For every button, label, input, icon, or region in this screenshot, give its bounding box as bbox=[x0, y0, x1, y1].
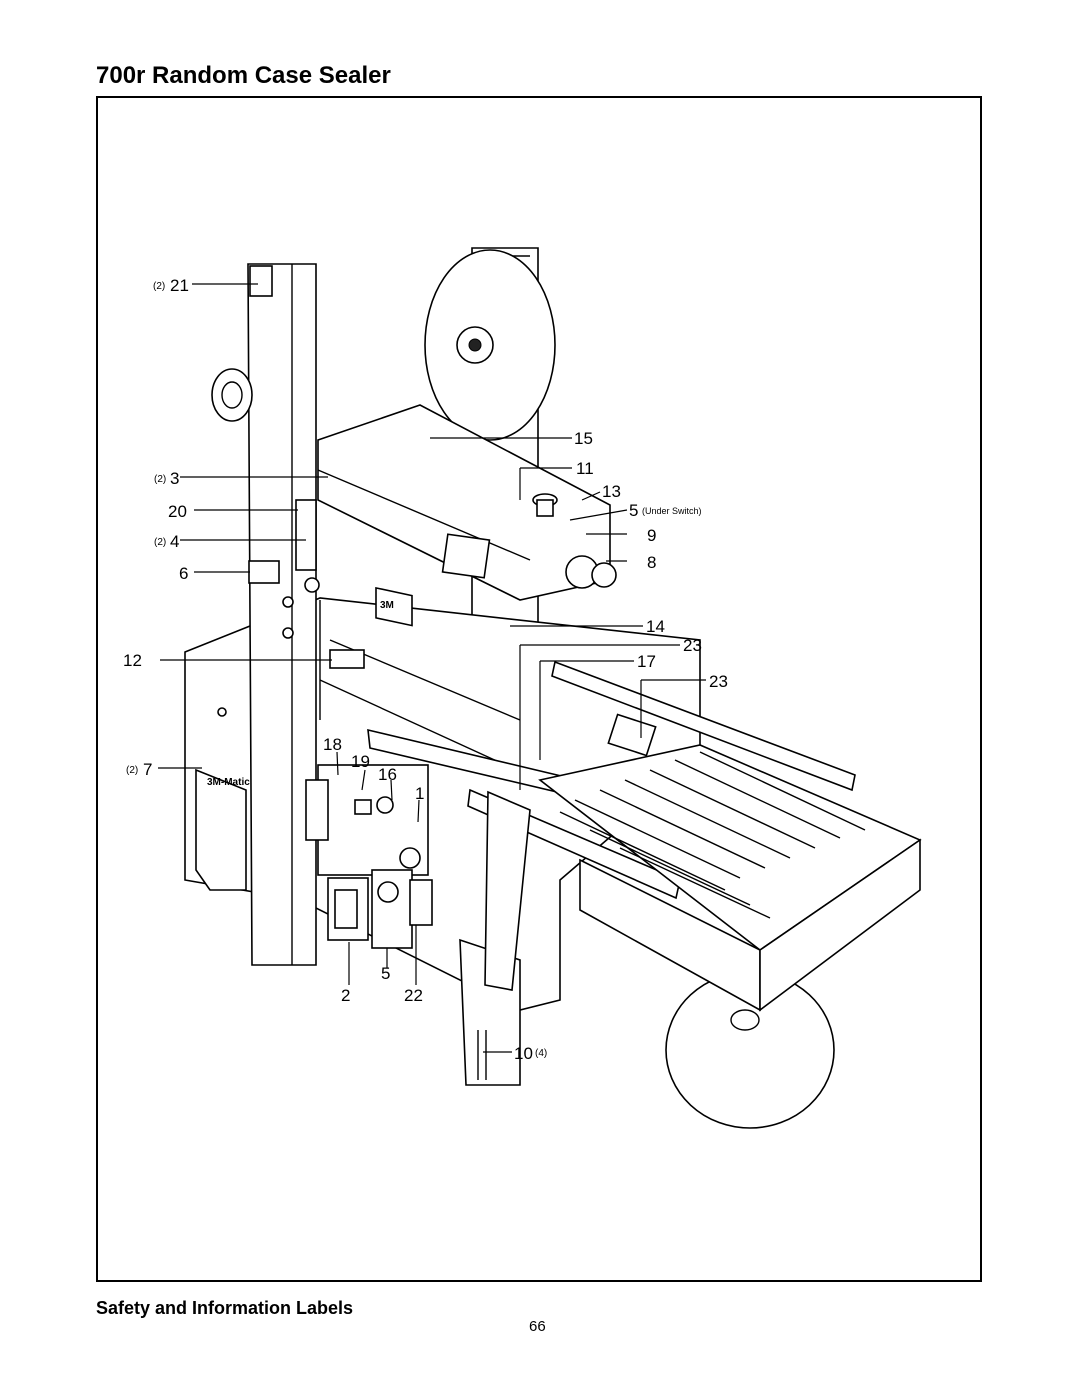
callout-4-prefix: (2) bbox=[154, 537, 166, 548]
column-label-21 bbox=[249, 265, 273, 297]
callout-3: 3 bbox=[170, 469, 179, 488]
callout-3-prefix: (2) bbox=[154, 474, 166, 485]
callout-5-note: (Under Switch) bbox=[642, 506, 702, 516]
head-label bbox=[441, 533, 491, 579]
page-title: 700r Random Case Sealer bbox=[96, 62, 391, 89]
callout-2: 2 bbox=[341, 986, 350, 1005]
callout-4: 4 bbox=[170, 532, 179, 551]
callout-21-prefix: (2) bbox=[153, 281, 165, 292]
figure-caption: Safety and Information Labels bbox=[96, 1298, 354, 1318]
bed-label-12 bbox=[329, 649, 365, 669]
front-column bbox=[247, 263, 317, 966]
callout-13: 13 bbox=[602, 482, 621, 501]
callout-18: 18 bbox=[323, 735, 342, 754]
callout-12: 12 bbox=[123, 651, 142, 670]
left-leg bbox=[195, 768, 247, 891]
callout-20: 20 bbox=[168, 502, 187, 521]
callout-10: 10 bbox=[514, 1044, 533, 1063]
callout-5-bottom: 5 bbox=[381, 964, 390, 983]
page-number: 66 bbox=[529, 1318, 546, 1335]
bed-label-23 bbox=[607, 713, 657, 757]
conveyor-rollers bbox=[559, 751, 866, 919]
callout-5-top: 5 bbox=[629, 501, 638, 520]
callout-17: 17 bbox=[637, 652, 656, 671]
callout-16: 16 bbox=[378, 765, 397, 784]
callout-21: 21 bbox=[170, 276, 189, 295]
figure-frame bbox=[96, 96, 982, 1282]
column-label-20 bbox=[295, 499, 317, 571]
svg-text:3M: 3M bbox=[380, 600, 394, 611]
callout-1: 1 bbox=[415, 784, 424, 803]
callout-11: 11 bbox=[576, 459, 594, 478]
motor bbox=[211, 368, 253, 422]
callout-10-suffix: (4) bbox=[535, 1048, 547, 1059]
callout-19: 19 bbox=[351, 752, 370, 771]
front-arm bbox=[484, 790, 531, 991]
callout-9: 9 bbox=[647, 526, 656, 545]
machine-brand-label: 3M-Matic bbox=[207, 777, 250, 788]
leader-lines bbox=[158, 283, 706, 1053]
machine-drawing: 3M bbox=[184, 247, 922, 1129]
callout-23-lower: 23 bbox=[709, 672, 728, 691]
column-label-6 bbox=[248, 560, 280, 584]
callout-8: 8 bbox=[647, 553, 656, 572]
upper-right-rail bbox=[551, 660, 856, 792]
callouts: (2) 21 (2) 3 20 (2) 4 6 12 (2) 7 15 11 1… bbox=[123, 276, 728, 1063]
callout-7: 7 bbox=[143, 760, 152, 779]
callout-15: 15 bbox=[574, 429, 593, 448]
3m-plate bbox=[375, 586, 413, 627]
callout-14: 14 bbox=[646, 617, 665, 636]
callout-6: 6 bbox=[179, 564, 188, 583]
callout-22: 22 bbox=[404, 986, 423, 1005]
air-filter bbox=[305, 779, 329, 841]
callout-23-upper: 23 bbox=[683, 636, 702, 655]
callout-7-prefix: (2) bbox=[126, 765, 138, 776]
